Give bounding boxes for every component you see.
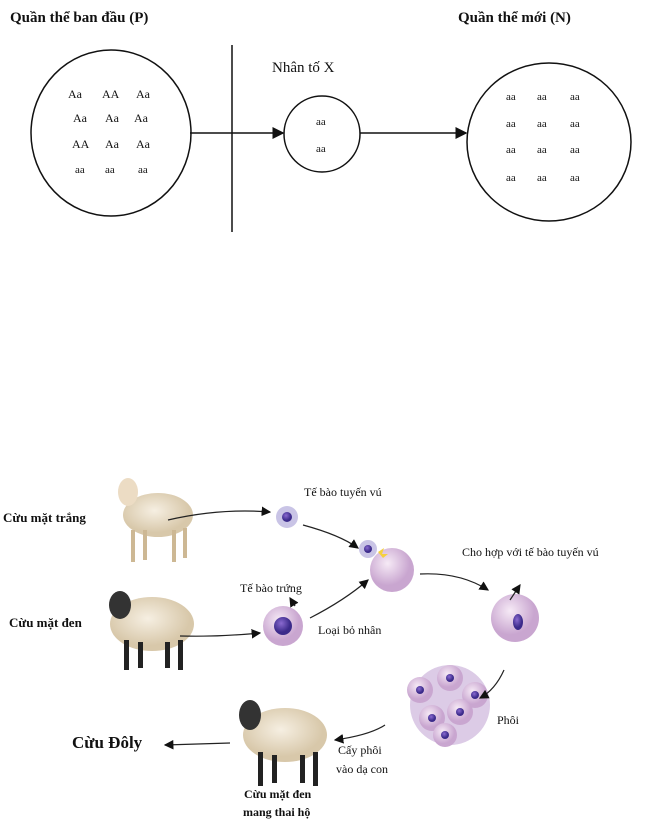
genotype: aa xyxy=(570,118,580,130)
new-population-title: Quần thể mới (N) xyxy=(458,10,571,26)
genotype: aa xyxy=(570,91,580,103)
mammary-cell-image xyxy=(276,506,298,528)
initial-population-title: Quần thể ban đầu (P) xyxy=(10,10,149,26)
genotype: AA xyxy=(72,137,90,151)
genotype: Aa xyxy=(136,137,150,151)
new-population-circle xyxy=(466,62,632,222)
initial-population-circle xyxy=(30,49,192,217)
surrogate-sheep-image xyxy=(239,700,327,786)
fusion-image xyxy=(359,540,414,592)
genotype: aa xyxy=(138,164,148,176)
genotype: aa xyxy=(105,164,115,176)
genotype: aa xyxy=(506,144,516,156)
genotype: Aa xyxy=(105,111,119,125)
fuse-label: Cho hợp với tế bào tuyến vú xyxy=(462,545,599,559)
egg-cell-image xyxy=(263,606,303,646)
embryo-image xyxy=(407,665,490,747)
white-face-sheep-label: Cừu mặt trắng xyxy=(3,510,86,525)
genotype: aa xyxy=(75,164,85,176)
genotype: aa xyxy=(537,118,547,130)
genotype: aa xyxy=(570,172,580,184)
genotype: Aa xyxy=(105,137,119,151)
black-face-sheep-label: Cừu mặt đen xyxy=(9,615,82,630)
transfer-label-line1: Cấy phôi xyxy=(338,743,382,757)
remove-nucleus-label: Loại bỏ nhân xyxy=(318,623,382,637)
genotype: Aa xyxy=(134,111,148,125)
genotype: aa xyxy=(316,143,326,155)
surrogate-label-line1: Cừu mặt đen xyxy=(244,787,312,801)
genotype: Aa xyxy=(68,87,82,101)
factor-x-label: Nhân tố X xyxy=(272,60,335,76)
genotype: aa xyxy=(537,144,547,156)
genotype: aa xyxy=(506,118,516,130)
transfer-label-line2: vào dạ con xyxy=(336,762,388,776)
black-face-sheep-image xyxy=(109,591,194,670)
genotype: aa xyxy=(316,116,326,128)
dolly-label: Cừu Đôly xyxy=(72,733,143,752)
fused-cell-image xyxy=(491,594,539,642)
embryo-label: Phôi xyxy=(497,713,520,727)
surrogate-label-line2: mang thai hộ xyxy=(243,805,311,819)
genotype: aa xyxy=(537,91,547,103)
factor-x-circle xyxy=(283,95,361,173)
process-arrows xyxy=(163,506,521,750)
genotype: aa xyxy=(506,172,516,184)
white-face-sheep-image xyxy=(118,478,193,562)
genotype: Aa xyxy=(73,111,87,125)
genotype: AA xyxy=(102,87,120,101)
genotype: aa xyxy=(506,91,516,103)
genotype: aa xyxy=(570,144,580,156)
genotype: aa xyxy=(537,172,547,184)
genotype: Aa xyxy=(136,87,150,101)
mammary-cell-label: Tế bào tuyến vú xyxy=(304,485,382,499)
egg-cell-label: Tế bào trứng xyxy=(240,581,302,595)
